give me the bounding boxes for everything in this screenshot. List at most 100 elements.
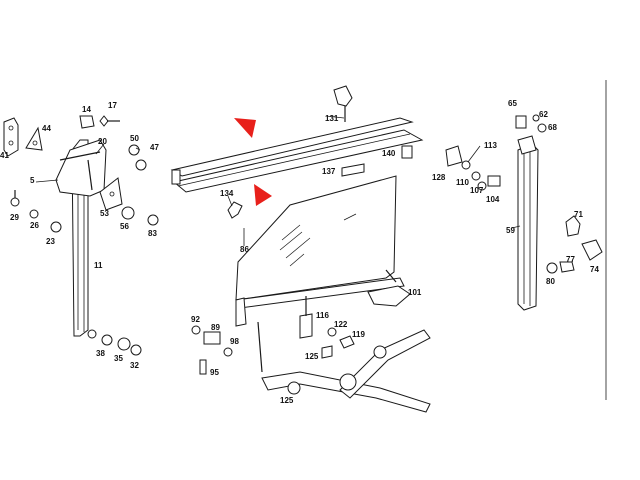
label-80: 80: [546, 277, 555, 286]
nut-83: [147, 214, 159, 226]
bracket-128: [445, 145, 463, 167]
indicator-arrow-top: [234, 118, 256, 138]
right-assembly: [445, 114, 603, 311]
left-assembly: [3, 115, 159, 356]
bumper-74: [581, 239, 603, 261]
label-77: 77: [566, 255, 575, 264]
label-131: 131: [325, 114, 339, 123]
screw-113: [461, 160, 471, 170]
screw-125: [321, 345, 333, 359]
clip-140: [401, 145, 413, 159]
label-53: 53: [100, 209, 109, 218]
washer-80: [546, 262, 558, 274]
label-122: 122: [334, 320, 348, 329]
rear-channel-59: [517, 143, 539, 311]
leader-lines: [35, 115, 521, 246]
label-101: 101: [408, 288, 422, 297]
label-125-lower: 125: [280, 396, 294, 405]
bracket-101: [367, 285, 411, 307]
label-32: 32: [130, 361, 139, 370]
screw-77: [559, 261, 575, 273]
label-68: 68: [548, 123, 557, 132]
screw-23: [50, 221, 62, 233]
clip-131: [333, 85, 353, 107]
label-95: 95: [210, 368, 219, 377]
washer-26: [29, 209, 39, 219]
bracket-5: [55, 139, 107, 197]
indicator-arrow-bottom: [254, 184, 272, 206]
label-128: 128: [432, 173, 446, 182]
door-glass-86: [235, 175, 411, 359]
label-26: 26: [30, 221, 39, 230]
label-29: 29: [10, 213, 19, 222]
nut-110: [471, 171, 481, 181]
label-113: 113: [484, 141, 497, 150]
label-11: 11: [94, 261, 103, 270]
grommet-71: [565, 215, 581, 237]
label-17: 17: [108, 101, 117, 110]
label-86: 86: [240, 245, 249, 254]
washer-29: [10, 197, 20, 207]
label-44: 44: [42, 124, 51, 133]
screw-119: [339, 335, 355, 349]
label-116: 116: [316, 311, 329, 320]
channel-bracket: [235, 297, 247, 327]
label-104: 104: [486, 195, 500, 204]
washer-56: [121, 206, 135, 220]
label-83: 83: [148, 229, 157, 238]
washer-107: [477, 181, 487, 191]
label-5: 5: [30, 176, 35, 185]
label-134: 134: [220, 189, 234, 198]
nut-32: [117, 337, 131, 351]
screw-104: [487, 175, 501, 187]
bracket-41: [3, 117, 19, 157]
label-125: 125: [305, 352, 319, 361]
label-107: 107: [470, 186, 484, 195]
nut-14: [79, 115, 95, 129]
label-14: 14: [82, 105, 91, 114]
glass-pane: [235, 175, 397, 301]
label-140: 140: [382, 149, 396, 158]
screw-17: [99, 115, 109, 127]
slider-89: [203, 331, 221, 345]
bracket-116: [299, 313, 313, 339]
label-35: 35: [114, 354, 123, 363]
block-65: [515, 115, 527, 129]
window-seal-strips: [170, 85, 424, 219]
clip-95: [199, 359, 207, 375]
clip-134: [227, 201, 243, 219]
label-59: 59: [506, 226, 515, 235]
label-74: 74: [590, 265, 599, 274]
bracket-137: [341, 163, 365, 177]
label-41: 41: [0, 151, 9, 160]
label-38: 38: [96, 349, 105, 358]
label-56: 56: [120, 222, 129, 231]
label-137: 137: [322, 167, 336, 176]
label-92: 92: [191, 315, 200, 324]
screw-50: [128, 144, 140, 156]
label-62: 62: [539, 110, 548, 119]
label-71: 71: [574, 210, 583, 219]
screw-62: [532, 114, 540, 122]
washer-35: [101, 334, 113, 346]
washer-68: [537, 123, 547, 133]
label-20: 20: [98, 137, 107, 146]
label-50: 50: [130, 134, 139, 143]
label-47: 47: [150, 143, 159, 152]
label-119: 119: [352, 330, 365, 339]
part-labels: 14 17 20 50 47 44 41 5 29 26 23 53 56 83…: [0, 99, 599, 405]
washer-122: [327, 327, 337, 337]
label-89: 89: [211, 323, 220, 332]
bracket-44: [25, 126, 43, 151]
strip-end-cap: [171, 169, 181, 185]
lower-regulator: [191, 321, 431, 413]
label-23: 23: [46, 237, 55, 246]
clip-92: [191, 325, 201, 335]
nut-38: [87, 329, 97, 339]
label-98: 98: [230, 337, 239, 346]
bracket-53: [99, 177, 123, 211]
washer-98: [223, 347, 233, 357]
label-65: 65: [508, 99, 517, 108]
label-110: 110: [456, 178, 469, 187]
